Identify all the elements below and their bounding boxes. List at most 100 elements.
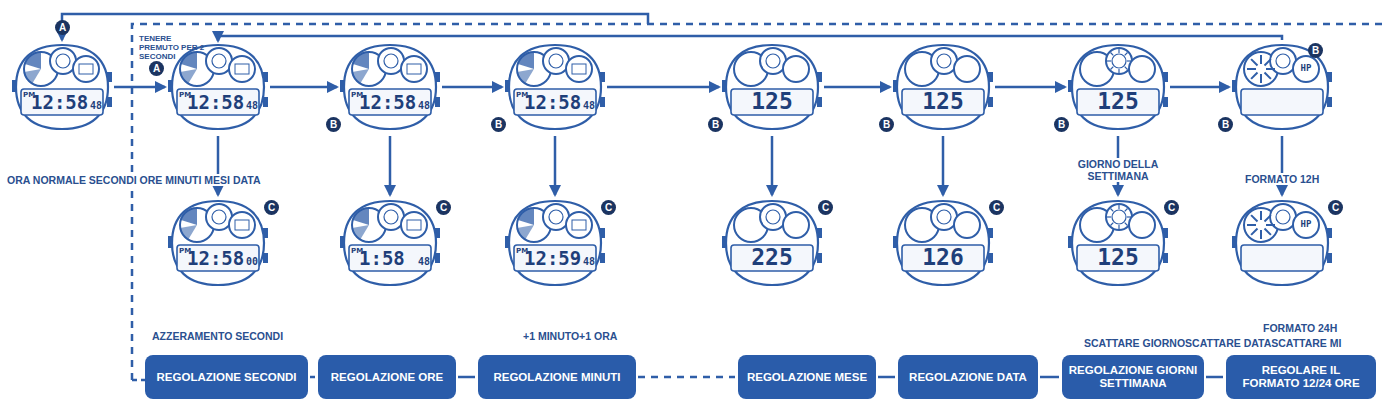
lcd-digits: 125 — [1097, 246, 1139, 269]
watch-illustration — [12, 42, 112, 132]
caption-text: TENERE PREMUTO PER 2 SECONDI — [138, 34, 210, 61]
caption-text: SCATTARE GIORNOSCATTARE DATASCATTARE MI — [1083, 337, 1342, 349]
button-marker: B — [491, 117, 506, 132]
lcd-digits: 12:59 — [524, 249, 581, 268]
caption-text: GIORNO DELLA SETTIMANA — [1075, 158, 1161, 182]
band-text: REGOLAZIONE ORE — [331, 371, 443, 384]
dashed-frame-bottom — [132, 379, 145, 382]
flow-arrow — [554, 136, 557, 195]
mode-band: REGOLARE IL FORMATO 12/24 ORE — [1226, 355, 1376, 399]
flow-arrow — [114, 86, 165, 89]
lcd-seconds: 48 — [418, 257, 430, 267]
watch-illustration — [168, 198, 268, 288]
watch-face: PM12:5848 — [340, 42, 440, 132]
watch-face: 126 — [893, 198, 993, 288]
button-marker: C — [264, 200, 279, 215]
button-marker: C — [1328, 200, 1343, 215]
caption-text: AZZERAMENTO SECONDI — [151, 330, 284, 342]
watch-face: PM12:5800 — [168, 198, 268, 288]
flow-arrow — [1040, 376, 1059, 379]
watch-illustration — [340, 198, 440, 288]
button-marker: C — [818, 200, 833, 215]
lcd-digits: 125 — [751, 90, 793, 113]
flow-arrow — [995, 86, 1065, 89]
watch-face: PM12:5848 — [12, 42, 112, 132]
flow-arrow — [771, 136, 774, 195]
band-text: REGOLARE IL FORMATO 12/24 ORE — [1232, 364, 1370, 390]
button-marker: B — [326, 117, 341, 132]
button-marker: B — [1218, 117, 1233, 132]
band-text: REGOLAZIONE MINUTI — [493, 371, 620, 384]
lcd-digits: 125 — [922, 90, 964, 113]
caption-text: +1 MINUTO+1 ORA — [522, 330, 618, 342]
watch-face: HP — [1232, 198, 1332, 288]
flow-arrow — [1170, 86, 1229, 89]
flow-arrow — [1281, 136, 1284, 195]
button-marker: B — [879, 117, 894, 132]
flow-arrow — [270, 86, 337, 89]
mode-band: REGOLAZIONE DATA — [898, 355, 1038, 399]
button-marker: C — [989, 200, 1004, 215]
band-text: REGOLAZIONE SECONDI — [157, 371, 297, 384]
watch-illustration — [1068, 198, 1168, 288]
lcd-digits: 12:58 — [524, 93, 581, 112]
watch-illustration — [505, 198, 605, 288]
lcd-seconds: 48 — [90, 101, 102, 111]
flow-arrow — [878, 376, 895, 379]
mode-indicator: HP — [1301, 64, 1312, 73]
lcd-digits: 12:58 — [187, 93, 244, 112]
caption-text: FORMATO 12H — [1244, 173, 1320, 185]
lcd-digits: 1:58 — [359, 249, 405, 268]
watch-illustration — [505, 42, 605, 132]
watch-face: 125 — [1068, 42, 1168, 132]
button-marker: C — [436, 200, 451, 215]
band-text: REGOLAZIONE GIORNI SETTIMANA — [1068, 364, 1198, 390]
lcd-digits: 12:58 — [187, 249, 244, 268]
lcd-seconds: 48 — [246, 101, 258, 111]
mode-band: REGOLAZIONE MESE — [738, 355, 876, 399]
flow-arrow — [310, 376, 315, 379]
button-marker: A — [55, 20, 70, 35]
watch-face: PM12:5848 — [168, 42, 268, 132]
flow-arrow — [442, 86, 502, 89]
watch-face: PM12:5948 — [505, 198, 605, 288]
button-marker: C — [1164, 200, 1179, 215]
flow-arrow — [607, 86, 719, 89]
flow-arrow — [824, 86, 890, 89]
lcd-digits: 225 — [751, 246, 793, 269]
button-marker: B — [708, 117, 723, 132]
watch-illustration — [1232, 198, 1332, 288]
mode-band: REGOLAZIONE ORE — [318, 355, 456, 399]
button-marker: C — [601, 200, 616, 215]
watch-illustration — [722, 42, 822, 132]
watch-illustration — [722, 198, 822, 288]
dashed-frame — [132, 24, 1384, 380]
button-marker: A — [149, 61, 164, 76]
watch-illustration — [893, 198, 993, 288]
watch-illustration — [168, 42, 268, 132]
button-marker: B — [1054, 117, 1069, 132]
lcd-seconds: 48 — [418, 101, 430, 111]
lcd-seconds: 48 — [583, 101, 595, 111]
lcd-digits: 126 — [922, 246, 964, 269]
band-text: REGOLAZIONE DATA — [909, 371, 1027, 384]
watch-face: PM1:5848 — [340, 198, 440, 288]
flow-arrow — [942, 136, 945, 195]
lcd-digits: 12:58 — [31, 93, 88, 112]
mode-band: REGOLAZIONE MINUTI — [478, 355, 636, 399]
lcd-seconds: 00 — [246, 257, 258, 267]
lcd-digits: 125 — [1097, 90, 1139, 113]
caption-text: FORMATO 24H — [1262, 322, 1338, 334]
caption-text: ORA NORMALE SECONDI ORE MINUTI MESI DATA — [6, 174, 262, 186]
watch-face: 125 — [893, 42, 993, 132]
mode-band: REGOLAZIONE SECONDI — [145, 355, 308, 399]
watch-illustration — [340, 42, 440, 132]
watch-illustration — [1068, 42, 1168, 132]
flow-arrow — [217, 136, 220, 195]
flow-arrow — [389, 136, 392, 195]
watch-face: 125 — [1068, 198, 1168, 288]
flow-arrow — [638, 376, 735, 379]
flow-arrow — [1206, 376, 1223, 379]
watch-illustration — [893, 42, 993, 132]
